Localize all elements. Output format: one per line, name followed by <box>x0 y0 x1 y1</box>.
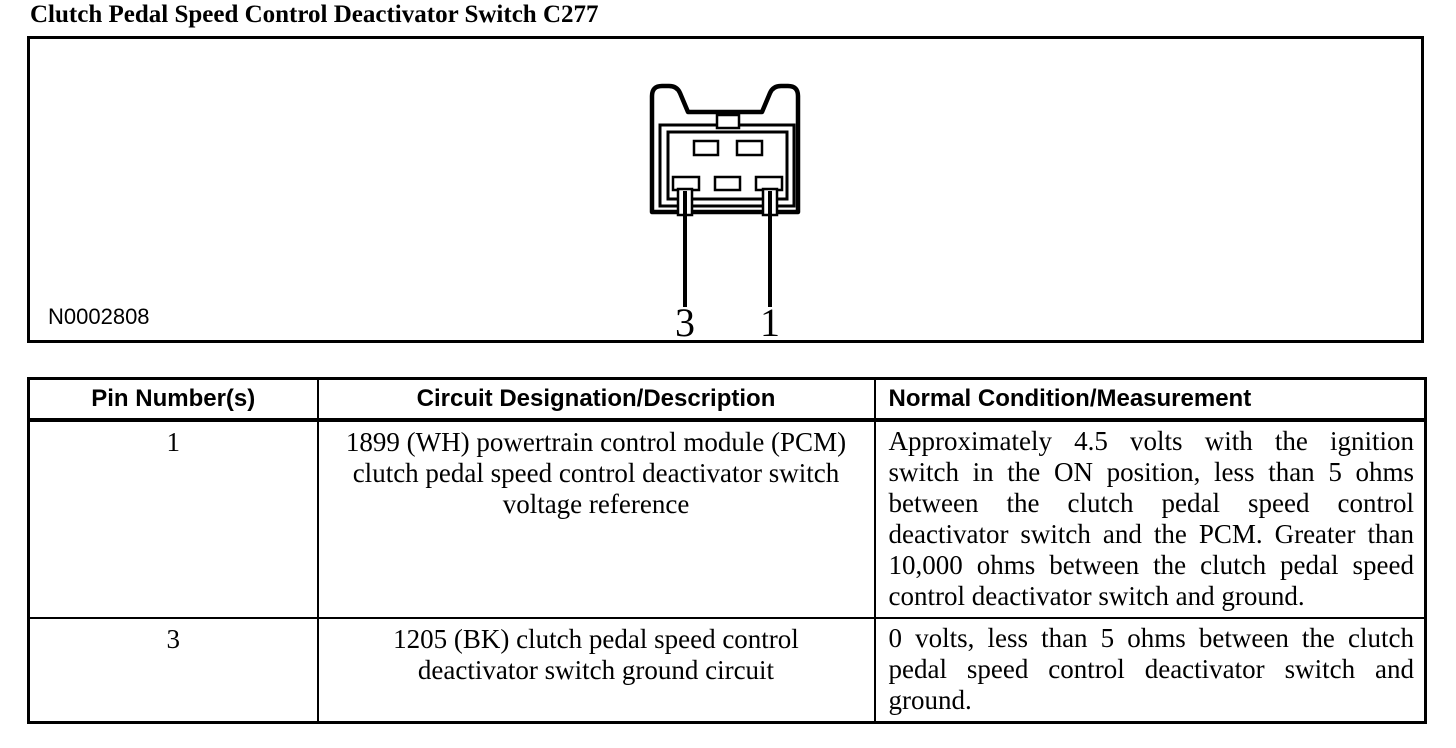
pin-number-cell: 1 <box>27 419 319 619</box>
normal-condition-cell: 0 volts, less than 5 ohms between the cl… <box>873 617 1427 723</box>
connector-terminal-middle <box>713 175 742 192</box>
pin-label-1: 1 <box>760 300 780 340</box>
pin-number-cell: 3 <box>27 617 319 723</box>
connector-diagram: 3 1 <box>649 83 801 340</box>
table-row-pin-3: 3 1205 (BK) clutch pedal speed control d… <box>27 617 1427 723</box>
connector-slot-upper-left <box>692 139 720 157</box>
figure-number: N0002808 <box>48 304 150 329</box>
page-title: Clutch Pedal Speed Control Deactivator S… <box>30 1 599 28</box>
table-header-row: Pin Number(s) Circuit Designation/Descri… <box>27 377 1427 422</box>
circuit-description-cell: 1205 (BK) clutch pedal speed control dea… <box>316 617 876 723</box>
pinout-table: Pin Number(s) Circuit Designation/Descri… <box>27 377 1427 724</box>
normal-condition-cell: Approximately 4.5 volts with the ignitio… <box>873 419 1427 619</box>
header-normal-condition: Normal Condition/Measurement <box>873 377 1427 422</box>
table-row-pin-1: 1 1899 (WH) powertrain control module (P… <box>27 419 1427 619</box>
header-pin-numbers: Pin Number(s) <box>27 377 319 422</box>
connector-figure-box: 3 1 N0002808 <box>27 36 1424 343</box>
header-circuit-designation: Circuit Designation/Description <box>316 377 876 422</box>
connector-slot-upper-right <box>735 139 764 157</box>
circuit-description-cell: 1899 (WH) powertrain control module (PCM… <box>316 419 876 619</box>
pin-label-3: 3 <box>675 300 695 340</box>
connector-index-tab <box>715 113 741 130</box>
